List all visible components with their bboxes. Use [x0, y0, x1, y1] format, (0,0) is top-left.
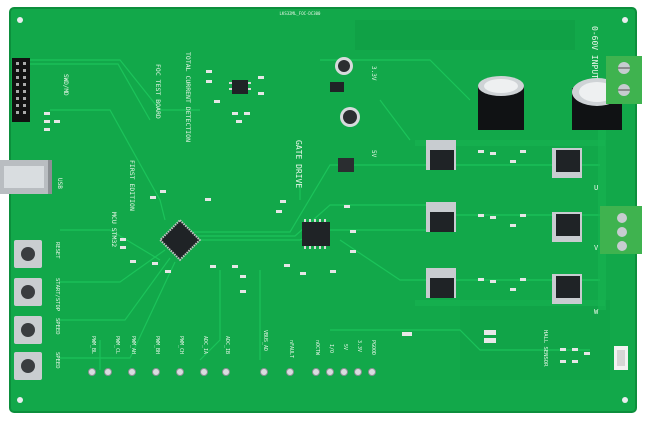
smd-cluster-left: [44, 112, 60, 131]
tp-label: nFAULT: [288, 340, 294, 358]
test-point[interactable]: [312, 368, 320, 376]
button-label-reset: RESET: [54, 242, 60, 259]
v5-label: 5V: [370, 150, 377, 158]
tp-label: ADC_IB: [224, 336, 230, 354]
mounting-holes: [17, 17, 628, 403]
tp-label: I/O: [328, 344, 334, 353]
test-point[interactable]: [152, 368, 160, 376]
push-button-speed-up[interactable]: [14, 316, 42, 344]
gate-driver-ic: [302, 219, 330, 249]
test-point[interactable]: [176, 368, 184, 376]
tp-label: 3.3V: [356, 340, 362, 352]
hall-connector: [614, 346, 628, 370]
phase-label-v: V: [594, 244, 599, 252]
test-point[interactable]: [368, 368, 376, 376]
tp-label: PGOOD: [370, 340, 376, 355]
smd-cluster-sense: [206, 70, 264, 123]
tp-label: PWM_CH: [178, 336, 184, 354]
mosfet-low-w: [552, 274, 582, 304]
hall-label: HALL SENSOR: [542, 330, 548, 367]
swd-label: SWD/MD: [62, 74, 69, 96]
tp-label: 5V: [342, 344, 348, 350]
usb-connector: [0, 160, 52, 194]
phase-label-w: W: [594, 308, 599, 316]
phase-label-u: U: [594, 184, 598, 192]
button-label-speed-down: SPEED: [54, 352, 60, 369]
test-point[interactable]: [222, 368, 230, 376]
capacitor-small-1: [335, 57, 353, 75]
smd-cluster-mcu: [120, 190, 246, 293]
motor-terminal-block: [600, 206, 642, 254]
edition-label: FIRST EDITION: [128, 160, 136, 211]
input-voltage-label: 0-60V INPUT: [590, 26, 599, 79]
mosfet-high-v: [426, 202, 456, 232]
total-current-label: TOTAL CURRENT DETECTION: [184, 52, 192, 142]
smd-cluster-driver: [276, 200, 356, 275]
capacitor-small-2: [340, 107, 360, 127]
mcu-chip: [158, 218, 202, 262]
inductor: [338, 158, 354, 172]
test-point-row: [88, 368, 376, 376]
smd-cluster-power: [478, 150, 526, 291]
tp-label: PWM_AH: [130, 336, 136, 354]
foc-board-label: FOC TEST BOARD: [154, 64, 162, 119]
push-button-start-stop[interactable]: [14, 278, 42, 306]
v33-label: 3.3V: [370, 66, 377, 81]
regulator-chip: [330, 82, 344, 92]
usb-label: USB: [56, 178, 63, 189]
tp-label: PWM_BH: [154, 336, 160, 354]
test-point[interactable]: [260, 368, 268, 376]
push-button-speed-down[interactable]: [14, 352, 42, 380]
tp-label: ADC_IA: [202, 336, 208, 354]
bulk-capacitor-1: [478, 76, 524, 130]
test-point[interactable]: [200, 368, 208, 376]
test-point-labels: PWM_BL PWM_CL PWM_AH PWM_BH PWM_CH ADC_I…: [90, 330, 376, 358]
test-point[interactable]: [286, 368, 294, 376]
mosfet-low-u: [552, 148, 582, 178]
test-point[interactable]: [128, 368, 136, 376]
test-point[interactable]: [326, 368, 334, 376]
button-label-start-stop: START/STOP: [54, 278, 60, 312]
board-code: LKS32ML_FOC-DC300: [280, 11, 322, 16]
input-terminal-block: [606, 56, 642, 104]
tp-label: PWM_CL: [114, 336, 120, 354]
tp-label: nOCTW: [314, 340, 320, 356]
smd-cluster-hall: [560, 348, 590, 363]
test-point[interactable]: [88, 368, 96, 376]
button-label-speed-up: SPEED: [54, 318, 60, 335]
test-point[interactable]: [104, 368, 112, 376]
trace-network: [30, 59, 600, 370]
test-point[interactable]: [354, 368, 362, 376]
tp-label: VBUS_AD: [262, 330, 268, 351]
mosfet-high-u: [426, 140, 456, 170]
shunt-resistors: [402, 330, 496, 343]
tp-label: PWM_BL: [90, 336, 96, 354]
test-point[interactable]: [340, 368, 348, 376]
gate-drive-label: GATE DRIVE: [294, 140, 303, 188]
push-button-reset[interactable]: [14, 240, 42, 268]
current-sense-ic: [229, 80, 251, 94]
mcu-label: MCU STM32: [110, 212, 118, 247]
mosfet-high-w: [426, 268, 456, 298]
mosfet-low-v: [552, 212, 582, 242]
swd-header: [12, 58, 30, 122]
